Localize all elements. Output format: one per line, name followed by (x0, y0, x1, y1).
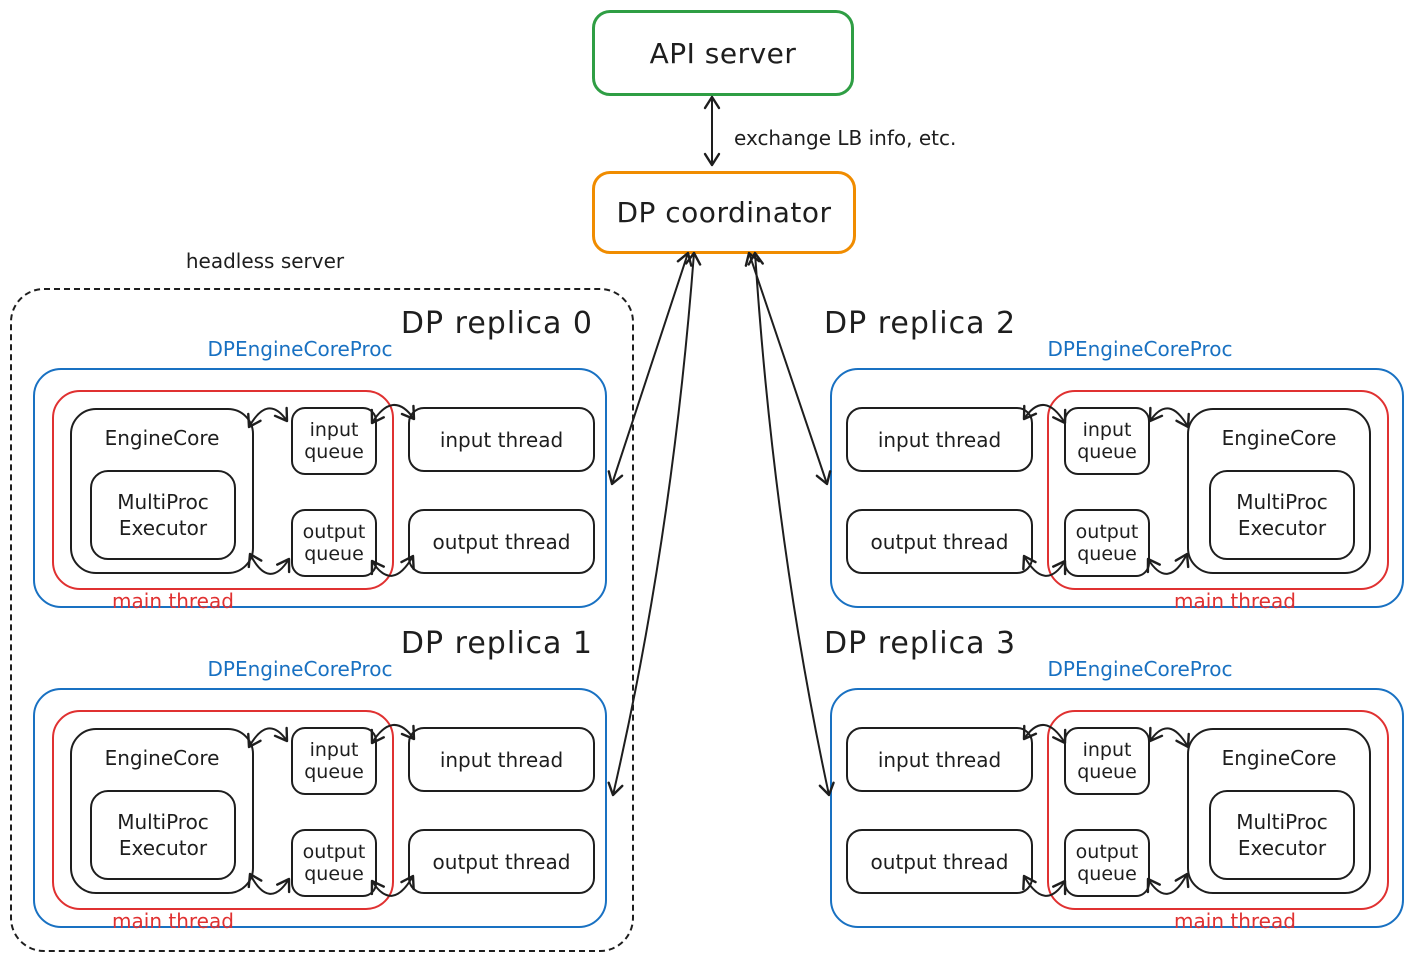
replica-1-dpenginecoreproc-box (33, 688, 607, 928)
replica-2-input-thread-label: input thread (877, 427, 1002, 452)
replica-1-dpenginecoreproc-label: DPEngineCoreProc (207, 657, 393, 681)
replica-2-dpenginecoreproc-label: DPEngineCoreProc (1047, 337, 1233, 361)
replica-0-output-queue-box: output queue (291, 509, 377, 577)
api-server-box: API server (592, 10, 854, 96)
replica-3-output-queue-box: output queue (1064, 829, 1150, 897)
replica-2-input-queue-box: input queue (1064, 407, 1150, 475)
replica-1-title: DP replica 1 (400, 626, 593, 661)
replica-1-input-thread-label: input thread (439, 747, 564, 772)
replica-3-output-thread-box: output thread (846, 829, 1033, 894)
replica-2-output-thread-box: output thread (846, 509, 1033, 574)
replica-3-output-thread-label: output thread (870, 849, 1009, 874)
replica-2-title: DP replica 2 (824, 306, 1017, 341)
dp-coordinator-box: DP coordinator (592, 171, 856, 254)
replica-0-title: DP replica 0 (400, 306, 593, 341)
replica-2-engine-core-box: EngineCore MultiProc Executor (1187, 408, 1371, 574)
replica-0-input-queue-box: input queue (291, 407, 377, 475)
dp-replica-3: DP replica 3 DPEngineCoreProc EngineCore… (824, 626, 1404, 933)
replica-3-engine-core-box: EngineCore MultiProc Executor (1187, 728, 1371, 894)
replica-1-output-thread-label: output thread (432, 849, 571, 874)
replica-0-input-queue-label: input queue (304, 418, 364, 463)
replica-2-engine-core-label: EngineCore (1221, 426, 1337, 450)
replica-0-multiproc-executor-label: MultiProc Executor (117, 490, 209, 540)
replica-3-dpenginecoreproc-box (830, 688, 1404, 928)
replica-0-main-thread-label: main thread (112, 589, 234, 613)
replica-3-dpenginecoreproc-label: DPEngineCoreProc (1047, 657, 1233, 681)
replica-2-input-thread-box: input thread (846, 407, 1033, 472)
replica-1-engine-core-label: EngineCore (104, 746, 220, 770)
dp-replica-0: DP replica 0 DPEngineCoreProc EngineCore… (33, 306, 607, 613)
replica-0-output-thread-box: output thread (408, 509, 595, 574)
replica-0-input-thread-label: input thread (439, 427, 564, 452)
replica-1-output-queue-box: output queue (291, 829, 377, 897)
replica-0-main-thread-boundary (52, 390, 394, 590)
replica-2-main-thread-label: main thread (1174, 589, 1296, 613)
replica-1-output-thread-box: output thread (408, 829, 595, 894)
replica-1-input-queue-box: input queue (291, 727, 377, 795)
replica-3-input-queue-box: input queue (1064, 727, 1150, 795)
dp-replica-2: DP replica 2 DPEngineCoreProc EngineCore… (824, 306, 1404, 613)
replica-2-input-queue-label: input queue (1077, 418, 1137, 463)
dp-replica-1: DP replica 1 DPEngineCoreProc EngineCore… (33, 626, 607, 933)
replica-3-engine-core-label: EngineCore (1221, 746, 1337, 770)
replica-3-main-thread-boundary (1047, 710, 1389, 910)
replica-2-main-thread-boundary (1047, 390, 1389, 590)
replica-3-title: DP replica 3 (824, 626, 1017, 661)
replica-0-engine-core-box: EngineCore MultiProc Executor (70, 408, 254, 574)
replica-0-multiproc-executor-box: MultiProc Executor (90, 470, 236, 560)
replica-3-output-queue-label: output queue (1075, 840, 1139, 885)
replica-2-output-queue-label: output queue (1075, 520, 1139, 565)
replica-3-input-queue-label: input queue (1077, 738, 1137, 783)
replica-3-main-thread-label: main thread (1174, 909, 1296, 933)
replica-3-multiproc-executor-box: MultiProc Executor (1209, 790, 1355, 880)
headless-server-label: headless server (185, 249, 345, 273)
replica-0-engine-core-label: EngineCore (104, 426, 220, 450)
coordinator-replica3-arrow (747, 251, 835, 797)
replica-1-multiproc-executor-label: MultiProc Executor (117, 810, 209, 860)
replica-0-input-thread-box: input thread (408, 407, 595, 472)
replica-0-output-queue-label: output queue (302, 520, 366, 565)
replica-1-main-thread-label: main thread (112, 909, 234, 933)
exchange-arrow-label: exchange LB info, etc. (734, 126, 957, 150)
replica-2-output-thread-label: output thread (870, 529, 1009, 554)
replica-1-output-queue-label: output queue (302, 840, 366, 885)
replica-0-dpenginecoreproc-label: DPEngineCoreProc (207, 337, 393, 361)
replica-3-input-thread-box: input thread (846, 727, 1033, 792)
replica-1-engine-core-box: EngineCore MultiProc Executor (70, 728, 254, 894)
replica-2-multiproc-executor-box: MultiProc Executor (1209, 470, 1355, 560)
replica-1-input-thread-box: input thread (408, 727, 595, 792)
replica-0-dpenginecoreproc-box (33, 368, 607, 608)
replica-0-output-thread-label: output thread (432, 529, 571, 554)
replica-2-multiproc-executor-label: MultiProc Executor (1236, 490, 1328, 540)
replica-1-multiproc-executor-box: MultiProc Executor (90, 790, 236, 880)
replica-1-input-queue-label: input queue (304, 738, 364, 783)
replica-1-main-thread-boundary (52, 710, 394, 910)
dp-coordinator-label: DP coordinator (616, 196, 832, 229)
replica-2-output-queue-box: output queue (1064, 509, 1150, 577)
replica-3-input-thread-label: input thread (877, 747, 1002, 772)
coordinator-replica2-arrow (744, 251, 832, 486)
api-server-label: API server (649, 36, 797, 70)
replica-3-multiproc-executor-label: MultiProc Executor (1236, 810, 1328, 860)
